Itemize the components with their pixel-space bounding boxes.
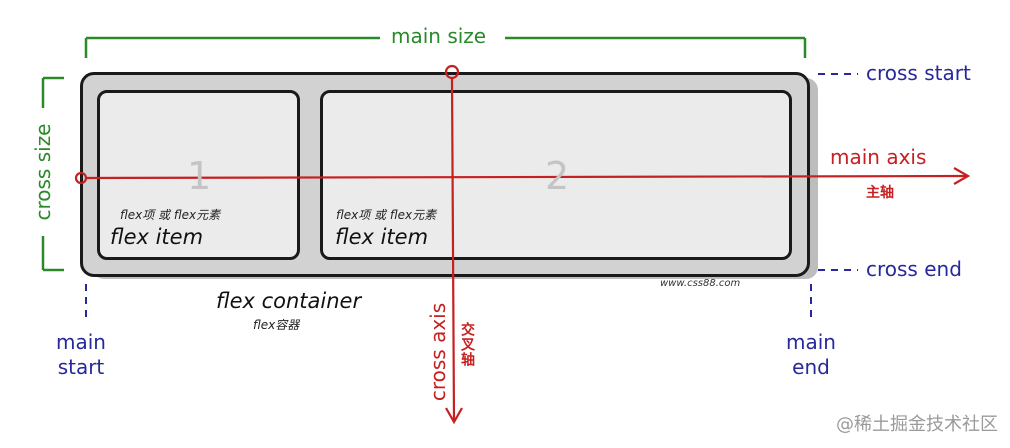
- main-start-label: main start: [56, 330, 106, 379]
- main-axis-label-cn: 主轴: [866, 185, 894, 201]
- main-size-bracket: [84, 36, 807, 58]
- flex-item-1-box: [97, 90, 300, 260]
- cross-size-bracket: [41, 76, 64, 272]
- cross-size-label: cross size: [31, 123, 55, 221]
- flex-item-1-number: 1: [187, 154, 212, 198]
- main-end-label: main end: [786, 330, 836, 379]
- flex-item-2-label-cn: flex项 或 flex元素: [336, 208, 437, 222]
- watermark: @稀土掘金技术社区: [836, 414, 998, 435]
- flex-item-1-label: flex item: [110, 225, 204, 249]
- main-size-label: main size: [391, 24, 487, 48]
- cross-axis-label-cn: 交叉轴: [459, 322, 475, 367]
- flex-item-2-label: flex item: [335, 225, 429, 249]
- cross-axis-label: cross axis: [426, 302, 450, 402]
- main-axis-label: main axis: [830, 145, 927, 169]
- flex-container-label: flex container: [216, 289, 362, 313]
- cross-end-label: cross end: [866, 257, 962, 281]
- cross-start-label: cross start: [866, 61, 971, 85]
- cross-axis-arrow: [444, 64, 463, 425]
- flex-container-label-cn: flex容器: [253, 318, 300, 332]
- credit-text: www.css88.com: [660, 278, 741, 289]
- flex-item-1-label-cn: flex项 或 flex元素: [120, 208, 221, 222]
- flex-item-2-box: [320, 90, 792, 260]
- flex-item-2-number: 2: [545, 154, 570, 198]
- main-axis-arrow: [74, 167, 971, 185]
- boundary-dashes: [85, 73, 858, 318]
